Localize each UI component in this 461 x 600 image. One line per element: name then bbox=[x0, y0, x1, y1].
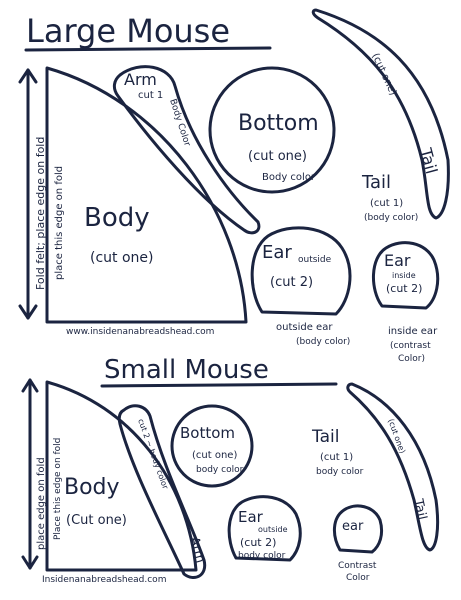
large-fold-note: Fold felt; place edge on fold bbox=[34, 137, 47, 290]
small-body-label: Body bbox=[64, 475, 120, 500]
small-tail-cut: (cut 1) bbox=[320, 452, 353, 463]
large-ear-inside-label: Ear bbox=[384, 251, 411, 270]
large-tail-cut: (cut 1) bbox=[370, 198, 403, 209]
large-ear-inside-caption2: (contrast bbox=[390, 341, 431, 351]
large-ear-inside-sub: inside bbox=[392, 271, 416, 280]
large-tail-label: Tail bbox=[361, 172, 391, 193]
small-tail-color: body color bbox=[316, 467, 364, 477]
small-body-cut: (Cut one) bbox=[66, 513, 127, 528]
large-ear-outside-cut: (cut 2) bbox=[270, 275, 313, 290]
large-bottom-label: Bottom bbox=[238, 111, 319, 136]
large-ear-outside-caption1: outside ear bbox=[276, 322, 333, 333]
large-tail-cut-strip: (cut one) bbox=[369, 52, 398, 98]
large-mouse-title: Large Mouse bbox=[26, 12, 230, 50]
large-ear-outside-piece bbox=[250, 226, 352, 316]
large-arm-cut: cut 1 bbox=[138, 90, 163, 101]
large-arm-piece bbox=[112, 65, 261, 235]
large-bottom-color: Body color bbox=[262, 172, 316, 183]
large-body-piece bbox=[45, 66, 248, 324]
large-ear-outside-label: Ear bbox=[262, 242, 292, 263]
large-ear-inside-cut: (cut 2) bbox=[386, 282, 422, 295]
small-fold-note: place edge on fold bbox=[36, 457, 47, 550]
small-ear-inside-caption1: Contrast bbox=[338, 561, 377, 571]
large-arm-label: Arm bbox=[124, 70, 157, 89]
large-ear-outside-caption2: (body color) bbox=[296, 337, 350, 347]
small-title-underline bbox=[100, 382, 338, 388]
large-title-underline bbox=[24, 46, 272, 52]
small-bottom-color: body color bbox=[196, 465, 244, 475]
small-tail-label: Tail bbox=[311, 427, 339, 447]
small-tail-piece bbox=[346, 382, 440, 552]
large-tail-strip-label: Tail bbox=[416, 145, 441, 176]
large-url: www.insidenanabreadshead.com bbox=[66, 327, 214, 337]
large-ear-inside-caption1: inside ear bbox=[388, 326, 438, 337]
small-bottom-label: Bottom bbox=[180, 424, 235, 442]
small-url: Insidenanabreadshead.com bbox=[42, 575, 166, 585]
large-body-cut: (cut one) bbox=[90, 250, 154, 266]
small-body-piece bbox=[45, 380, 198, 572]
small-tail-strip-label: Tail bbox=[410, 497, 429, 522]
large-ear-inside-caption3: Color) bbox=[398, 354, 425, 364]
small-ear-outside-cut: (cut 2) bbox=[240, 536, 276, 549]
large-ear-outside-sub: outside bbox=[298, 255, 332, 265]
small-arm-label: Arm bbox=[186, 535, 207, 565]
large-body-label: Body bbox=[84, 203, 150, 233]
small-ear-outside-piece bbox=[227, 495, 302, 562]
small-bottom-piece bbox=[170, 404, 254, 488]
small-arm-piece bbox=[117, 404, 207, 579]
small-ear-inside-piece bbox=[333, 504, 384, 554]
large-fold-note-inner: place this edge on fold bbox=[54, 166, 65, 280]
large-tail-piece bbox=[311, 8, 450, 220]
small-ear-outside-label: Ear bbox=[238, 508, 264, 526]
small-ear-outside-color: body color bbox=[238, 551, 286, 561]
small-fold-note-inner: Place this edge on fold bbox=[53, 438, 63, 540]
large-tail-color: (body color) bbox=[364, 213, 418, 223]
small-bottom-cut: (cut one) bbox=[192, 450, 237, 461]
small-mouse-title: Small Mouse bbox=[104, 355, 269, 385]
small-ear-outside-sub: outside bbox=[258, 525, 288, 534]
small-ear-inside-label: ear bbox=[342, 519, 364, 534]
small-ear-inside-caption2: Color bbox=[346, 573, 370, 583]
large-ear-inside-piece bbox=[371, 241, 440, 310]
large-bottom-cut: (cut one) bbox=[248, 149, 307, 164]
large-bottom-piece bbox=[208, 66, 336, 194]
